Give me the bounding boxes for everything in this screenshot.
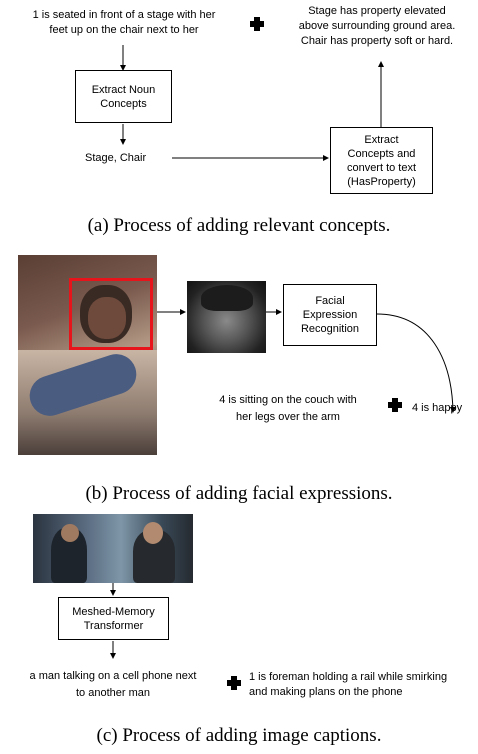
extract-noun-concepts-box: Extract Noun Concepts: [75, 70, 172, 123]
extract-noun-concepts-label: Extract Noun Concepts: [91, 83, 156, 110]
extract-concepts-box: Extract Concepts and convert to text (Ha…: [330, 127, 433, 194]
photo-man-left-head: [61, 524, 79, 542]
photo-child-face: [88, 297, 126, 339]
output-text-line2: above surrounding ground area.: [298, 20, 456, 32]
description-line1: 4 is sitting on the couch with: [219, 394, 357, 406]
arrow-fer-to-emotion: [376, 313, 456, 413]
caption-c: (c) Process of adding image captions.: [96, 725, 382, 746]
caption-a: (a) Process of adding relevant concepts.: [87, 215, 391, 236]
meshed-memory-transformer-label: Meshed-Memory Transformer: [72, 605, 155, 632]
output-text-line1: Stage has property elevated: [308, 5, 446, 17]
photo-man-right-head: [143, 522, 163, 544]
plus-icon: [388, 398, 402, 412]
emotion-text: 4 is happy: [412, 402, 463, 414]
output-text-line3: Chair has property soft or hard.: [300, 35, 454, 47]
extract-concepts-label: Extract Concepts and convert to text (Ha…: [346, 133, 417, 188]
generated-caption-line2: to another man: [76, 687, 150, 699]
movie-description-line2: and making plans on the phone: [249, 686, 403, 698]
input-sentence-line1: 1 is seated in front of a stage with her: [32, 9, 216, 21]
description-line2: her legs over the arm: [236, 411, 340, 423]
face-bounding-box: [69, 278, 153, 350]
input-sentence-line2: feet up on the chair next to her: [49, 24, 199, 36]
noun-concepts-text: Stage, Chair: [85, 152, 147, 164]
movie-description-line1: 1 is foreman holding a rail while smirki…: [249, 671, 448, 683]
generated-caption-line1: a man talking on a cell phone next: [29, 670, 197, 682]
input-photo-men: [33, 514, 193, 583]
facial-expression-recognition-box: Facial Expression Recognition: [283, 284, 377, 346]
meshed-memory-transformer-box: Meshed-Memory Transformer: [58, 597, 169, 640]
facial-expression-recognition-label: Facial Expression Recognition: [300, 295, 360, 335]
caption-b: (b) Process of adding facial expressions…: [85, 483, 393, 504]
plus-icon: [250, 17, 264, 31]
cropped-face-photo: [187, 281, 266, 353]
cropped-face-hair: [201, 285, 253, 311]
input-photo-child: [18, 255, 157, 455]
plus-icon: [227, 676, 241, 690]
